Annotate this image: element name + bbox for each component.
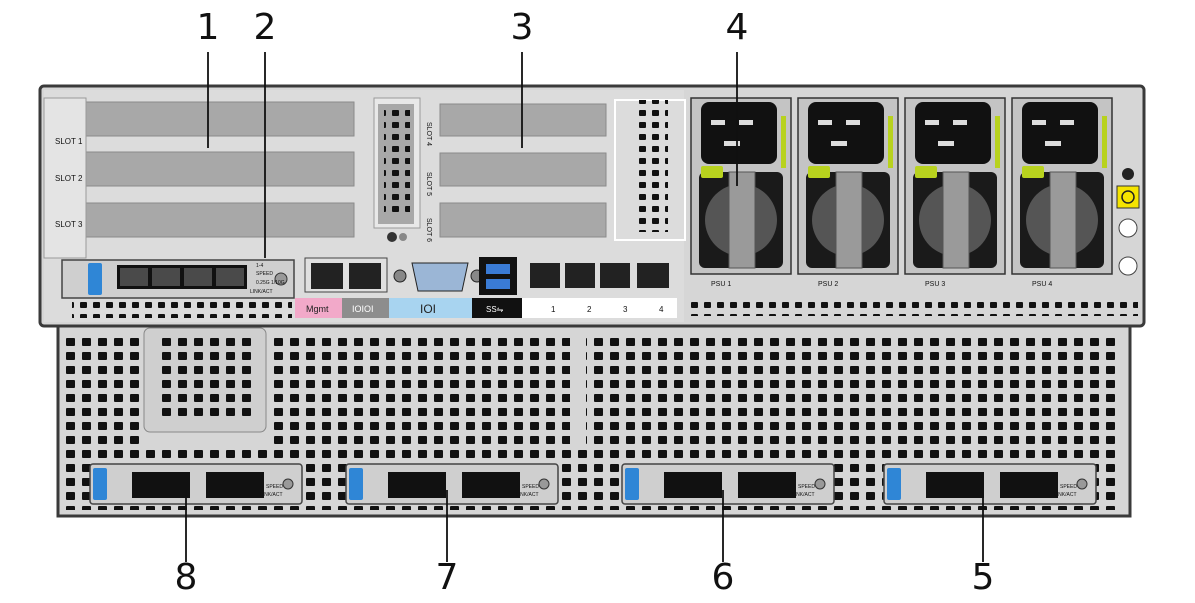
sfp-port-2	[738, 472, 796, 498]
callout-3: 3	[510, 7, 534, 48]
callout-5: 5	[971, 557, 995, 598]
riser-divider	[373, 97, 421, 242]
sfp-port-1	[664, 472, 722, 498]
psu-3: PSU 3	[904, 97, 1006, 288]
upper-vent-row	[72, 302, 292, 318]
lom-card-1: SPEED LINK/ACT	[89, 463, 303, 505]
callout-6: 6	[711, 557, 735, 598]
eth-4-label: 4	[659, 305, 664, 314]
callout-4: 4	[725, 7, 749, 48]
psu-latch[interactable]	[808, 166, 830, 178]
psu-latch[interactable]	[701, 166, 723, 178]
ocp-speed-label: SPEED	[256, 271, 273, 277]
card-latch-icon[interactable]	[887, 468, 901, 500]
eth-1-label: 1	[551, 305, 556, 314]
sfp-port-1	[132, 472, 190, 498]
psu-label: PSU 4	[1032, 281, 1052, 288]
lom-speed-label: SPEED	[522, 484, 539, 490]
pcie-riser-right	[439, 99, 686, 241]
power-inlet-icon	[808, 102, 884, 164]
psus: PSU 1 PSU 2 PSU 3 PSU 4	[690, 97, 1113, 288]
sfp-port-1	[388, 472, 446, 498]
card-latch-icon[interactable]	[349, 468, 363, 500]
callout-8: 8	[174, 557, 198, 598]
callout-1: 1	[196, 7, 220, 48]
sfp-port-2	[206, 472, 264, 498]
callout-leaders	[185, 52, 984, 562]
rear-io	[304, 257, 669, 295]
card-latch-icon[interactable]	[93, 468, 107, 500]
usb-port-label: SS⇋	[486, 305, 504, 314]
callout-2: 2	[253, 7, 277, 48]
callout-7: 7	[435, 557, 459, 598]
eth-2-label: 2	[587, 305, 592, 314]
mgmt-port-label: Mgmt	[306, 304, 329, 314]
slot-4-label: SLOT 4	[425, 122, 432, 146]
pcie-riser-left	[43, 97, 355, 259]
lom-speed-label: SPEED	[1060, 484, 1077, 490]
sfp-port-2	[1000, 472, 1058, 498]
psu-latch[interactable]	[1022, 166, 1044, 178]
vga-port-label: IOI	[420, 302, 436, 316]
power-inlet-icon	[1022, 102, 1098, 164]
card-latch-icon[interactable]	[625, 468, 639, 500]
psu-1: PSU 1	[690, 97, 792, 288]
power-inlet-icon	[915, 102, 991, 164]
ocp-card	[61, 259, 295, 299]
sfp-port-1	[926, 472, 984, 498]
lom-speed-label: SPEED	[798, 484, 815, 490]
ocp-link-label: 1-4	[256, 263, 263, 269]
serial-port-label: IOIOI	[352, 304, 374, 314]
lom-linkact-label: LINK/ACT	[792, 492, 815, 498]
slot-3-label: SLOT 3	[55, 220, 83, 229]
lom-linkact-label: LINK/ACT	[516, 492, 539, 498]
psu-latch[interactable]	[915, 166, 937, 178]
psu-label: PSU 1	[711, 281, 731, 288]
psu-label: PSU 2	[818, 281, 838, 288]
slot-5-label: SLOT 5	[425, 172, 432, 196]
slot-6-label: SLOT 6	[425, 218, 432, 242]
slot-2-label: SLOT 2	[55, 174, 83, 183]
psu-label: PSU 3	[925, 281, 945, 288]
psu-2: PSU 2	[797, 97, 899, 288]
chassis-right-edge	[1116, 168, 1140, 276]
lom-linkact-label: LINK/ACT	[1054, 492, 1077, 498]
lom-cards: SPEEDLINK/ACTSPEEDLINK/ACTSPEEDLINK/ACTS…	[89, 463, 1097, 505]
lom-card-2: SPEED LINK/ACT	[345, 463, 559, 505]
lom-card-3: SPEED LINK/ACT	[621, 463, 835, 505]
slot-1-label: SLOT 1	[55, 137, 83, 146]
eth-3-label: 3	[623, 305, 628, 314]
port-label-strip	[295, 298, 677, 318]
sfp-port-2	[462, 472, 520, 498]
power-inlet-icon	[701, 102, 777, 164]
lom-linkact-label: LINK/ACT	[260, 492, 283, 498]
lom-speed-label: SPEED	[266, 484, 283, 490]
ocp-rates-label: 0.25G 1/10G	[256, 280, 285, 286]
ocp-linkact-label: LINK/ACT	[250, 289, 273, 295]
psu-4: PSU 4	[1011, 97, 1113, 288]
lom-card-4: SPEED LINK/ACT	[883, 463, 1097, 505]
